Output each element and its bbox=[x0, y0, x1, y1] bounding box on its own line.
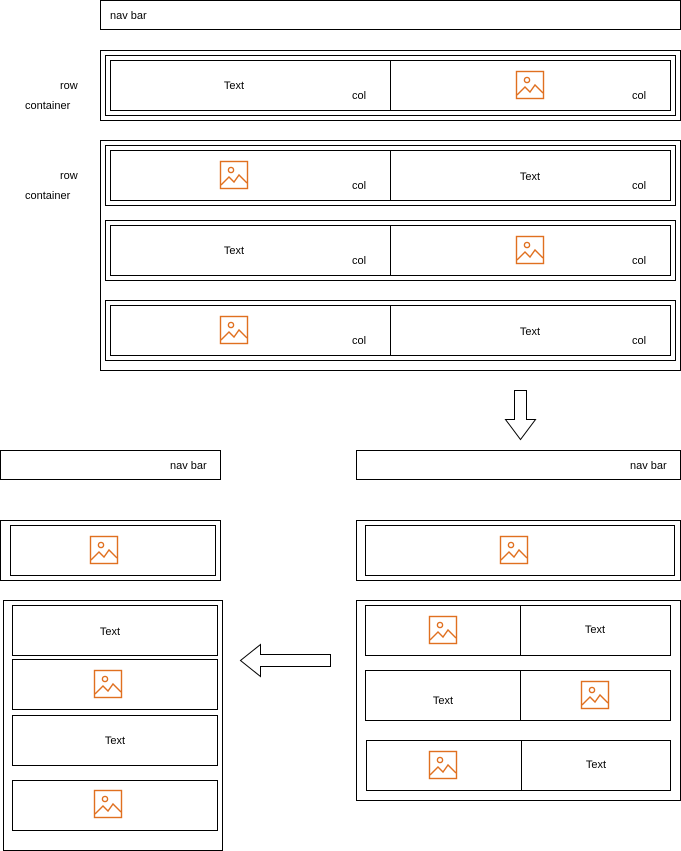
container-label: container bbox=[25, 100, 71, 112]
col bbox=[110, 60, 391, 111]
image-icon bbox=[580, 680, 610, 710]
tablet-nav-bar: nav bar bbox=[356, 450, 681, 480]
col bbox=[12, 780, 218, 831]
col bbox=[390, 60, 671, 111]
nav-bar-label: nav bar bbox=[630, 460, 667, 472]
top-row-3: Text col col bbox=[105, 220, 676, 281]
col bbox=[365, 605, 521, 656]
image-icon bbox=[89, 535, 119, 565]
top-row-1: Text col col bbox=[105, 55, 676, 116]
col-label: col bbox=[632, 180, 646, 192]
mobile-container-2: Text Text bbox=[3, 600, 223, 851]
col bbox=[520, 670, 671, 721]
top-layout: nav bar row container row container Text… bbox=[25, 0, 681, 371]
image-icon bbox=[219, 315, 249, 345]
col-label: col bbox=[632, 335, 646, 347]
col-label: col bbox=[632, 255, 646, 267]
col-label: col bbox=[352, 90, 366, 102]
col bbox=[520, 605, 671, 656]
nav-bar-label: nav bar bbox=[110, 10, 147, 22]
col bbox=[521, 740, 671, 791]
top-row-4: col Text col bbox=[105, 300, 676, 361]
mobile-container-1 bbox=[0, 520, 221, 581]
text-label: Text bbox=[100, 626, 120, 638]
col bbox=[110, 305, 391, 356]
col bbox=[12, 715, 218, 766]
top-container-1: Text col col bbox=[100, 50, 681, 121]
col bbox=[110, 150, 391, 201]
text-label: Text bbox=[105, 735, 125, 747]
mobile-nav-bar: nav bar bbox=[0, 450, 221, 480]
text-label: Text bbox=[224, 245, 244, 257]
mobile-layout: nav bar Text Text bbox=[0, 450, 223, 851]
top-nav-bar: nav bar bbox=[100, 0, 681, 30]
arrow-left-icon bbox=[239, 643, 331, 678]
col bbox=[12, 605, 218, 656]
row-label: row bbox=[60, 170, 78, 182]
col bbox=[12, 659, 218, 710]
text-label: Text bbox=[585, 624, 605, 636]
text-label: Text bbox=[586, 759, 606, 771]
top-row-2: col Text col bbox=[105, 145, 676, 206]
tablet-container-1 bbox=[356, 520, 681, 581]
col-label: col bbox=[352, 335, 366, 347]
text-label: Text bbox=[433, 695, 453, 707]
col-label: col bbox=[352, 255, 366, 267]
container-label: container bbox=[25, 190, 71, 202]
text-label: Text bbox=[520, 171, 540, 183]
col-label: col bbox=[632, 90, 646, 102]
image-icon bbox=[515, 70, 545, 100]
tablet-layout: nav bar Text Text Text bbox=[356, 450, 681, 801]
image-icon bbox=[219, 160, 249, 190]
image-icon bbox=[428, 750, 458, 780]
col bbox=[390, 305, 671, 356]
row-label: row bbox=[60, 80, 78, 92]
col bbox=[366, 740, 522, 791]
image-icon bbox=[499, 535, 529, 565]
col bbox=[110, 225, 391, 276]
col-label: col bbox=[352, 180, 366, 192]
top-container-2: col Text col Text col col col Text bbox=[100, 140, 681, 371]
image-icon bbox=[93, 669, 123, 699]
image-icon bbox=[515, 235, 545, 265]
text-label: Text bbox=[224, 80, 244, 92]
nav-bar-label: nav bar bbox=[170, 460, 207, 472]
col bbox=[390, 225, 671, 276]
arrow-down-icon bbox=[504, 390, 537, 441]
col bbox=[390, 150, 671, 201]
image-icon bbox=[428, 615, 458, 645]
tablet-container-2: Text Text Text bbox=[356, 600, 681, 801]
text-label: Text bbox=[520, 326, 540, 338]
image-icon bbox=[93, 789, 123, 819]
